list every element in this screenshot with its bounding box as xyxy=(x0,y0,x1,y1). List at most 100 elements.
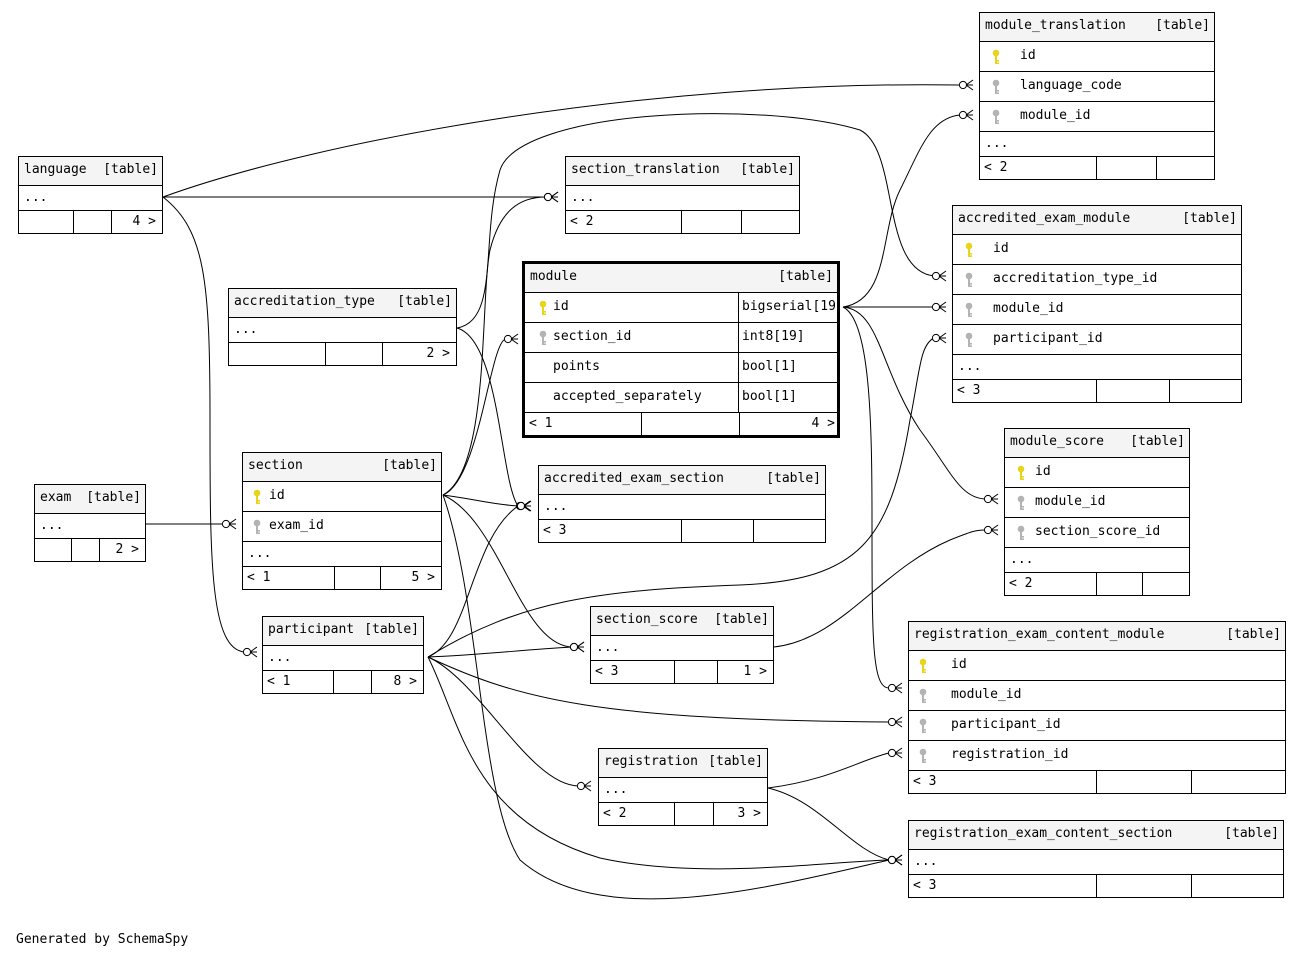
children-count-cell[interactable]: 8 > xyxy=(371,671,423,693)
table-footer: < 2 3 > xyxy=(599,803,767,825)
column-row[interactable]: participant_id xyxy=(909,711,1285,741)
relationship-line xyxy=(442,494,519,507)
column-row[interactable]: module_id xyxy=(1005,488,1189,518)
more-columns-ellipsis[interactable]: ... xyxy=(599,778,767,803)
more-columns-ellipsis[interactable]: ... xyxy=(1005,548,1189,573)
more-columns-ellipsis[interactable]: ... xyxy=(539,495,825,520)
zero-cardinality-marker xyxy=(958,110,968,120)
parents-count-cell[interactable]: < 3 xyxy=(539,520,681,542)
column-row[interactable]: module_id xyxy=(909,681,1285,711)
parents-count-cell[interactable]: < 1 xyxy=(243,567,334,589)
rows-count-cell xyxy=(1096,157,1156,179)
table-accredited-exam-section[interactable]: accredited_exam_section[table]...< 3 xyxy=(538,465,826,543)
children-count-cell[interactable]: 2 > xyxy=(99,539,145,561)
more-columns-ellipsis[interactable]: ... xyxy=(566,186,799,211)
more-columns-ellipsis[interactable]: ... xyxy=(263,646,423,671)
more-columns-ellipsis[interactable]: ... xyxy=(909,850,1283,875)
more-columns-ellipsis[interactable]: ... xyxy=(19,186,162,211)
more-columns-ellipsis[interactable]: ... xyxy=(953,355,1241,380)
table-footer: 4 > xyxy=(19,211,162,233)
parents-count-cell[interactable]: < 2 xyxy=(599,803,674,825)
crowsfoot-many-marker xyxy=(938,332,947,344)
relationship-participant-to-accredited-exam-section xyxy=(427,500,532,658)
crowsfoot-many-marker xyxy=(583,780,592,792)
more-columns-ellipsis[interactable]: ... xyxy=(243,542,441,567)
children-count-cell[interactable]: 4 > xyxy=(739,413,841,435)
table-name: module xyxy=(530,269,577,284)
table-registration-exam-content-section[interactable]: registration_exam_content_section[table]… xyxy=(908,820,1284,898)
column-row[interactable]: participant_id xyxy=(953,325,1241,355)
zero-cardinality-marker xyxy=(931,333,941,343)
column-row[interactable]: id xyxy=(980,42,1214,72)
zero-cardinality-marker xyxy=(887,748,897,758)
column-row[interactable]: id xyxy=(909,651,1285,681)
rows-count-cell xyxy=(681,211,741,233)
table-language[interactable]: language[table]...4 > xyxy=(18,156,163,234)
table-type-tag: [table] xyxy=(708,754,763,769)
column-name: accreditation_type_id xyxy=(993,271,1158,286)
column-row[interactable]: exam_id xyxy=(243,512,441,542)
crowsfoot-many-marker xyxy=(894,854,903,866)
rows-count-cell xyxy=(674,803,713,825)
table-footer: < 2 xyxy=(1005,573,1189,595)
relationship-line xyxy=(442,196,547,496)
crowsfoot-many-marker xyxy=(510,333,519,345)
more-columns-ellipsis[interactable]: ... xyxy=(35,514,145,539)
more-columns-ellipsis[interactable]: ... xyxy=(591,636,773,661)
parents-count-cell[interactable]: < 2 xyxy=(1005,573,1096,595)
column-row[interactable]: accreditation_type_id xyxy=(953,265,1241,295)
crowsfoot-many-marker xyxy=(965,79,974,91)
table-section-translation[interactable]: section_translation[table]...< 2 xyxy=(565,156,800,234)
crowsfoot-many-marker xyxy=(990,493,999,505)
table-accreditation-type[interactable]: accreditation_type[table]...2 > xyxy=(228,288,457,366)
table-name: module_translation xyxy=(985,18,1126,33)
table-exam[interactable]: exam[table]...2 > xyxy=(34,484,146,562)
table-registration-exam-content-module[interactable]: registration_exam_content_module[table]i… xyxy=(908,621,1286,794)
zero-cardinality-marker xyxy=(983,525,993,535)
children-count-cell[interactable]: 2 > xyxy=(382,343,456,365)
more-columns-ellipsis[interactable]: ... xyxy=(980,132,1214,157)
table-name: exam xyxy=(40,490,72,505)
parents-count-cell[interactable]: < 3 xyxy=(909,875,1096,897)
children-count-cell[interactable]: 4 > xyxy=(111,211,162,233)
column-name: points xyxy=(553,359,600,374)
column-row[interactable]: registration_id xyxy=(909,741,1285,771)
children-count-cell[interactable]: 5 > xyxy=(380,567,441,589)
parents-count-cell[interactable]: < 3 xyxy=(953,380,1096,402)
children-count-cell[interactable]: 1 > xyxy=(717,661,773,683)
parents-count-cell[interactable]: < 3 xyxy=(591,661,674,683)
parents-count-cell[interactable]: < 2 xyxy=(566,211,681,233)
more-columns-ellipsis[interactable]: ... xyxy=(229,318,456,343)
column-row[interactable]: id xyxy=(1005,458,1189,488)
column-row[interactable]: module_id xyxy=(953,295,1241,325)
column-row[interactable]: section_score_id xyxy=(1005,518,1189,548)
column-row[interactable]: module_id xyxy=(980,102,1214,132)
parents-count-cell[interactable]: < 1 xyxy=(525,413,641,435)
column-row[interactable]: language_code xyxy=(980,72,1214,102)
primary-key-icon xyxy=(919,657,927,673)
column-row[interactable]: id xyxy=(243,482,441,512)
foreign-key-icon xyxy=(1017,494,1025,510)
column-row[interactable]: id xyxy=(953,235,1241,265)
relationship-line xyxy=(427,337,935,658)
crowsfoot-many-marker xyxy=(249,646,258,658)
footer-count-label: < 3 xyxy=(913,774,937,789)
parents-count-cell[interactable]: < 2 xyxy=(980,157,1096,179)
parents-count-cell[interactable]: < 1 xyxy=(263,671,333,693)
children-count-cell xyxy=(1156,157,1214,179)
children-count-cell[interactable]: 3 > xyxy=(713,803,767,825)
parents-count-cell[interactable]: < 3 xyxy=(909,771,1096,793)
relationship-module-to-module-translation xyxy=(842,109,974,308)
